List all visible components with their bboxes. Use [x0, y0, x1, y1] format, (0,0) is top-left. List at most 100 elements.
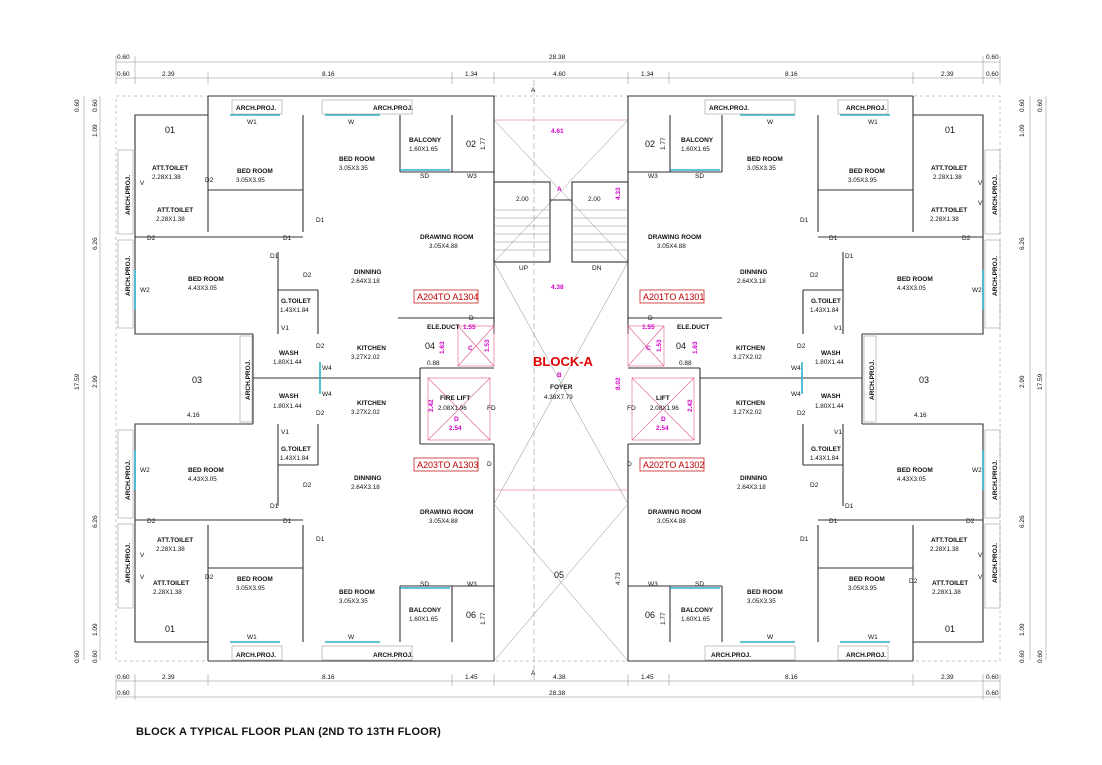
foyer-name: FOYER: [550, 384, 573, 391]
tag-d1-lb1: D1: [270, 503, 279, 510]
shaft-right-c: C: [646, 345, 651, 352]
shaft-numbers: 01 01 01 01 02 02 03 03 06 06 1.77 1.77 …: [165, 125, 955, 634]
core-dim-stair-height: 4.33: [615, 187, 622, 200]
tag-w2-rb: W2: [972, 467, 982, 474]
att-toilet-rb1-size: 2.28X1.38: [930, 546, 959, 553]
drawing-room-rb-size: 3.05X4.88: [657, 518, 686, 525]
dim-left-3: 6.26: [92, 237, 99, 250]
att-toilet-lt1-size: 2.28X1.38: [152, 174, 181, 181]
dim-bottom-outer-total: 28.38: [549, 690, 566, 697]
stair-label-a: A: [557, 186, 562, 193]
shaft-right-c-dim: 1.53: [656, 339, 663, 352]
arch-proj-right-2: ARCH.PROJ.: [992, 256, 999, 296]
wash-rt: WASH: [821, 350, 841, 357]
dinning-lb-size: 2.64X3.18: [351, 484, 380, 491]
dim-bottom-9: 0.60: [986, 674, 999, 681]
unit-label-a202: A202TO A1302: [643, 460, 704, 470]
att-toilet-lb2-size: 2.28X1.38: [153, 589, 182, 596]
dinning-lt-size: 2.64X3.18: [351, 278, 380, 285]
arch-proj-left-2: ARCH.PROJ.: [125, 256, 132, 296]
tag-w-rt: W: [767, 119, 774, 126]
balcony-lb: BALCONY: [409, 607, 442, 614]
tag-d1-rt3: D1: [845, 253, 854, 260]
dinning-rt-size: 2.64X3.18: [737, 278, 766, 285]
kitchen-rb-size: 3.27X2.02: [733, 409, 762, 416]
stair-down: DN: [592, 265, 602, 272]
att-toilet-rt2-size: 2.28X1.38: [930, 216, 959, 223]
arch-proj-bottom-4: ARCH.PROJ.: [846, 652, 886, 659]
tag-d2-rt1: D2: [962, 235, 971, 242]
foyer-size: 4.38X7.79: [544, 394, 573, 401]
tag-w4-rb: W4: [791, 391, 801, 398]
core-dim-stair-right: 2.00: [588, 196, 601, 203]
tag-d1-lt3: D1: [270, 253, 279, 260]
tag-d2-lb4: D2: [205, 574, 214, 581]
tag-v-lb2: V: [140, 574, 145, 581]
att-toilet-lb1: ATT.TOILET: [157, 537, 193, 544]
ele-duct-right-small: 0.88: [679, 360, 692, 367]
tag-v-rt1: V: [978, 180, 983, 187]
arch-proj-right-1: ARCH.PROJ.: [992, 175, 999, 215]
dim-top-8: 2.39: [941, 71, 954, 78]
arch-proj-top-3: ARCH.PROJ.: [709, 105, 749, 112]
bed-room-rt-main-size: 3.05X3.95: [848, 177, 877, 184]
shaft-03-left: 03: [192, 375, 202, 385]
kitchen-rt-size: 3.27X2.02: [733, 354, 762, 361]
tag-w1-lb: W1: [247, 634, 257, 641]
tag-d2-lt1: D2: [205, 177, 214, 184]
tag-v1-rt: V1: [834, 325, 842, 332]
tag-d2-rb4: D2: [909, 578, 918, 585]
stair-up: UP: [519, 265, 528, 272]
unit-label-a203: A203TO A1303: [417, 460, 478, 470]
bottom-dimensions: 0.60 2.39 8.16 1.45 4.38 1.45 8.16 2.39 …: [115, 674, 1001, 700]
tag-w2-rt: W2: [972, 287, 982, 294]
shaft-01-tl: 01: [165, 125, 175, 135]
bed-room-rt-2: BED ROOM: [747, 156, 783, 163]
section-marker-top: A: [531, 87, 536, 94]
g-toilet-lb: G.TOILET: [281, 446, 311, 453]
ele-duct-left-small: 0.88: [427, 360, 440, 367]
dinning-rt: DINNING: [740, 269, 767, 276]
section-marker-bottom: A: [531, 670, 536, 677]
dim-right-4: 2.99: [1019, 375, 1026, 388]
tag-v1-lt: V1: [281, 325, 289, 332]
tag-d1-lt2: D1: [316, 217, 325, 224]
dim-bottom-7: 8.16: [785, 674, 798, 681]
tag-d2-lt3: D2: [303, 272, 312, 279]
arch-proj-top-2: ARCH.PROJ.: [373, 105, 413, 112]
tag-w4-lt: W4: [322, 365, 332, 372]
unit-label-a201: A201TO A1301: [643, 292, 704, 302]
dim-left-5: 6.26: [92, 515, 99, 528]
tag-sd-rt: SD: [695, 173, 704, 180]
dim-top-outer-left: 0.60: [117, 54, 130, 61]
drawing-room-lt: DRAWING ROOM: [420, 234, 473, 241]
balcony-lt-size: 1.60X1.65: [409, 146, 438, 153]
drawing-room-lt-size: 3.05X4.88: [429, 243, 458, 250]
wash-lb-size: 1.80X1.44: [273, 403, 302, 410]
tag-d2-lt2: D2: [147, 235, 156, 242]
att-toilet-rt1-size: 2.28X1.38: [933, 174, 962, 181]
att-toilet-rt2: ATT.TOILET: [931, 207, 967, 214]
dim-bottom-6: 1.45: [641, 674, 654, 681]
shaft-03-left-dim: 4.16: [187, 412, 200, 419]
dim-bottom-3: 8.16: [322, 674, 335, 681]
arch-proj-right-3: ARCH.PROJ.: [992, 460, 999, 500]
core-dim-stair-left: 2.00: [516, 196, 529, 203]
bed-room-lb-2: BED ROOM: [339, 589, 375, 596]
ele-duct-left-height: 1.63: [439, 341, 446, 354]
tag-w-rb: W: [767, 634, 774, 641]
shaft-04-left: 04: [425, 341, 435, 351]
ele-duct-left-door: D: [469, 315, 474, 322]
dim-left-2: 1.09: [92, 124, 99, 137]
windows: [134, 114, 984, 643]
bed-room-rb-main-size: 3.05X3.95: [848, 585, 877, 592]
lift-width: 2.54: [656, 425, 669, 432]
bed-room-lb-2-size: 3.05X3.35: [339, 598, 368, 605]
g-toilet-rb-size: 1.43X1.84: [810, 455, 839, 462]
g-toilet-lb-size: 1.43X1.84: [280, 455, 309, 462]
fire-lift-height: 2.42: [428, 399, 435, 412]
att-toilet-rb2-size: 2.28X1.38: [932, 589, 961, 596]
ele-duct-right-label: ELE.DUCT: [677, 324, 710, 331]
dim-right-outer-bottom: 0.60: [1037, 650, 1044, 663]
bed-room-lt-2: BED ROOM: [339, 156, 375, 163]
